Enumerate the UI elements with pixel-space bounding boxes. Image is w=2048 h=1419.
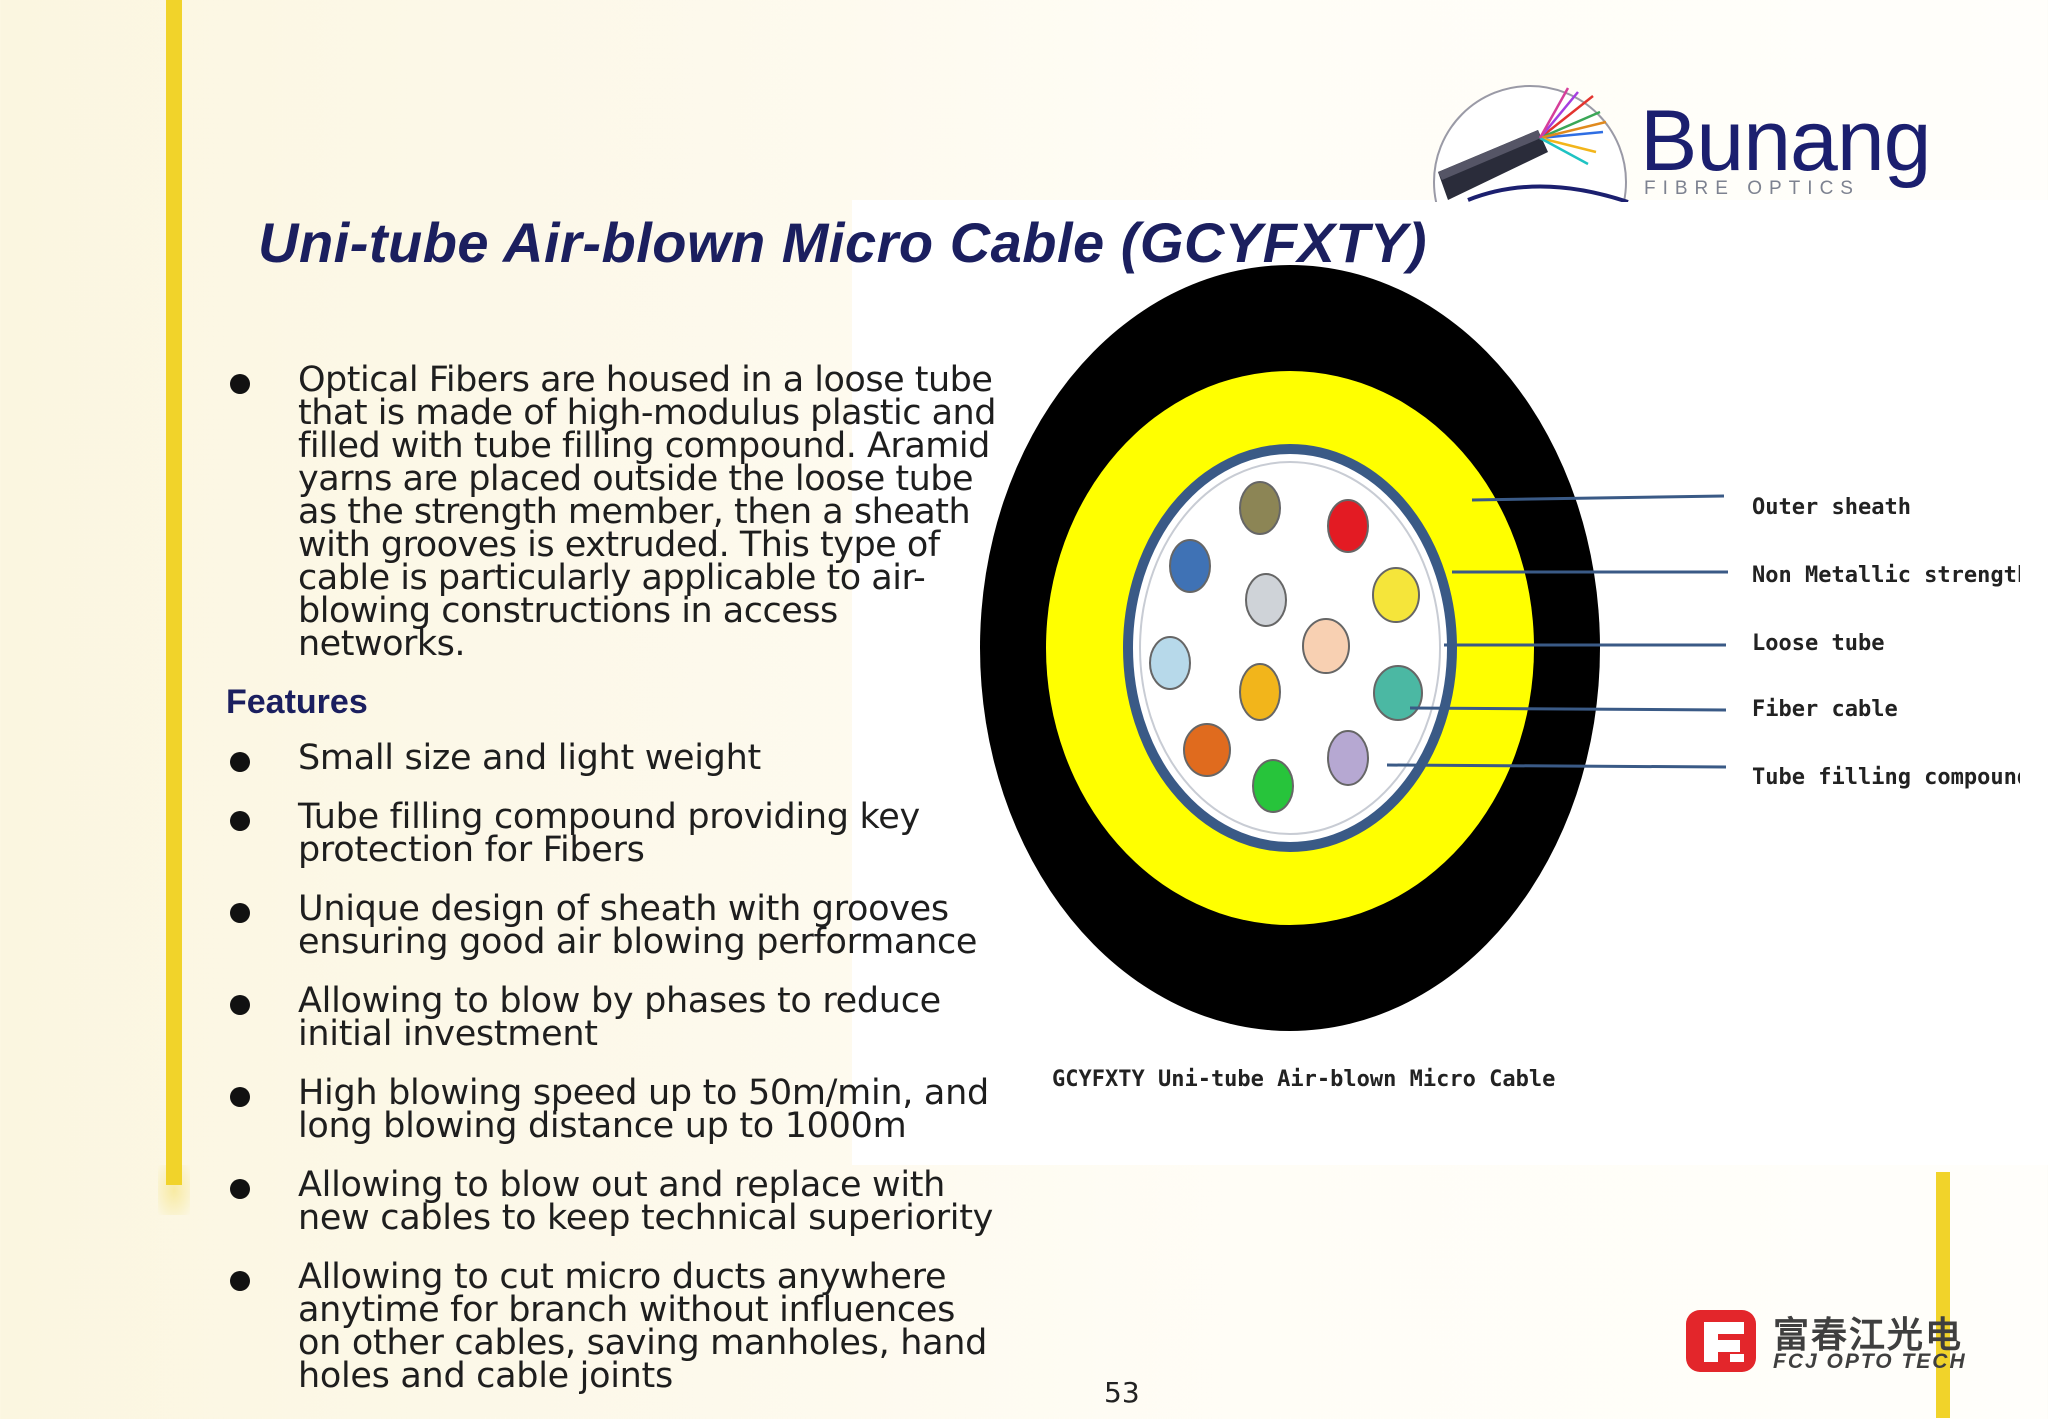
label-loose-tube: Loose tube (1752, 631, 1884, 656)
cable-diagram: Outer sheath Non Metallic strength Loose… (960, 250, 2020, 1110)
fiber (1239, 481, 1281, 535)
fiber (1373, 665, 1423, 721)
feature-text: Small size and light weight (298, 738, 761, 778)
fiber (1149, 636, 1191, 690)
feature-item: High blowing speed up to 50m/min, and lo… (226, 1076, 996, 1144)
bullet-icon (230, 752, 250, 772)
label-filling-compound: Tube filling compound (1752, 765, 2020, 790)
bullet-icon (230, 811, 250, 831)
diagram-caption: GCYFXTY Uni-tube Air-blown Micro Cable (1052, 1067, 1555, 1092)
features-heading: Features (226, 683, 368, 721)
bunang-logo-icon (1433, 85, 1629, 202)
right-accent-bar (1936, 1172, 1950, 1418)
feature-text: Tube filling compound providing key prot… (298, 797, 920, 870)
bullet-icon (230, 1087, 250, 1107)
cable-cross-section: Outer sheath Non Metallic strength Loose… (980, 265, 2020, 1092)
footer-logo-english: FCJ OPTO TECH (1773, 1350, 1967, 1373)
feature-text: Allowing to cut micro ducts anywhere any… (298, 1257, 988, 1396)
left-accent-glow (158, 1165, 190, 1215)
brand-tagline: FIBRE OPTICS (1644, 178, 1860, 199)
feature-item: Allowing to cut micro ducts anywhere any… (226, 1260, 996, 1394)
intro-paragraph: Optical Fibers are housed in a loose tub… (226, 363, 996, 662)
feature-text: Unique design of sheath with grooves ens… (298, 889, 978, 962)
bullet-icon (230, 1179, 250, 1199)
feature-text: Allowing to blow out and replace with ne… (298, 1165, 994, 1238)
fiber (1302, 618, 1350, 674)
fiber (1327, 499, 1369, 553)
fiber (1169, 539, 1211, 593)
fiber (1245, 573, 1287, 627)
page-title: Uni-tube Air-blown Micro Cable (GCYFXTY) (258, 211, 1428, 274)
bullet-icon (230, 1271, 250, 1291)
brand-name: Bunang (1640, 93, 1932, 189)
fiber (1239, 663, 1281, 721)
page-number: 53 (1104, 1376, 1140, 1409)
leader-line (1471, 494, 1725, 502)
loose-tube-inner-edge (1139, 461, 1441, 835)
feature-item: Small size and light weight (226, 741, 996, 776)
label-strength-member: Non Metallic strength (1752, 563, 2020, 588)
bullet-icon (230, 995, 250, 1015)
left-accent-bar (166, 0, 182, 1185)
feature-text: High blowing speed up to 50m/min, and lo… (298, 1073, 989, 1146)
label-fiber-cable: Fiber cable (1752, 697, 1898, 722)
leader-line (1409, 706, 1727, 712)
feature-item: Tube filling compound providing key prot… (226, 800, 996, 868)
fibers (1149, 481, 1423, 813)
feature-text: Allowing to blow by phases to reduce ini… (298, 981, 941, 1054)
fiber (1183, 723, 1231, 777)
intro-text: Optical Fibers are housed in a loose tub… (298, 360, 996, 664)
feature-item: Allowing to blow out and replace with ne… (226, 1168, 996, 1236)
leader-lines (1386, 494, 1728, 769)
fcj-logo-icon (1686, 1310, 1756, 1372)
fiber (1252, 759, 1294, 813)
footer-logo-chinese: 富春江光电 (1773, 1315, 1964, 1356)
leader-line (1386, 763, 1727, 769)
bullet-icon (230, 374, 250, 394)
fiber (1372, 567, 1420, 623)
label-outer-sheath: Outer sheath (1752, 495, 1911, 520)
text-column: Optical Fibers are housed in a loose tub… (226, 363, 996, 1419)
feature-item: Unique design of sheath with grooves ens… (226, 892, 996, 960)
feature-item: Allowing to blow by phases to reduce ini… (226, 984, 996, 1052)
fiber (1327, 730, 1369, 786)
bullet-icon (230, 903, 250, 923)
